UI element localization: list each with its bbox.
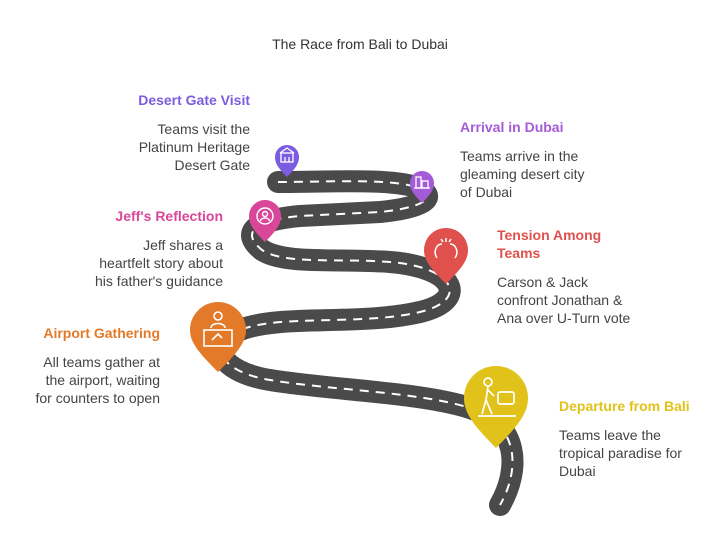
winding-road: [210, 170, 524, 516]
building-icon: [279, 147, 295, 163]
milestone-description: Carson & Jack confront Jonathan & Ana ov…: [497, 274, 631, 326]
milestone-description: Teams visit the Platinum Heritage Desert…: [138, 121, 250, 173]
milestone-tension-teams: Tension Among Teams Carson & Jack confro…: [497, 226, 630, 327]
milestone-description: All teams gather at the airport, waiting…: [35, 354, 160, 406]
milestone-heading: Arrival in Dubai: [460, 119, 564, 135]
diagram-title: The Race from Bali to Dubai: [272, 36, 448, 52]
pin-airport-gathering: [190, 302, 246, 372]
milestone-heading: Departure from Bali: [559, 398, 690, 414]
milestone-heading: Airport Gathering: [43, 325, 160, 341]
milestone-jeffs-reflection: Jeff's Reflection Jeff shares a heartfel…: [3, 207, 223, 290]
airport-counter-icon: [203, 311, 233, 347]
milestone-description: Teams leave the tropical paradise for Du…: [559, 427, 682, 479]
reflection-icon: [256, 207, 274, 225]
traveler-luggage-icon: [478, 377, 516, 417]
milestone-arrival-dubai: Arrival in Dubai Teams arrive in the gle…: [460, 118, 680, 201]
conflict-icon: [434, 238, 458, 259]
pin-jeffs-reflection: [249, 200, 281, 242]
milestone-heading: Desert Gate Visit: [138, 92, 250, 108]
milestone-heading: Jeff's Reflection: [115, 208, 223, 224]
milestone-description: Teams arrive in the gleaming desert city…: [460, 148, 585, 200]
milestone-airport-gathering: Airport Gathering All teams gather at th…: [0, 324, 160, 407]
milestone-desert-gate: Desert Gate Visit Teams visit the Platin…: [30, 91, 250, 174]
pin-departure-bali: [464, 366, 528, 448]
city-icon: [414, 176, 430, 189]
milestone-departure-bali: Departure from Bali Teams leave the trop…: [559, 397, 719, 480]
pin-desert-gate: [275, 145, 299, 177]
pin-arrival-dubai: [410, 171, 434, 203]
milestone-description: Jeff shares a heartfelt story about his …: [95, 237, 223, 289]
milestone-heading: Tension Among Teams: [497, 227, 602, 261]
pin-tension-teams: [424, 228, 468, 284]
